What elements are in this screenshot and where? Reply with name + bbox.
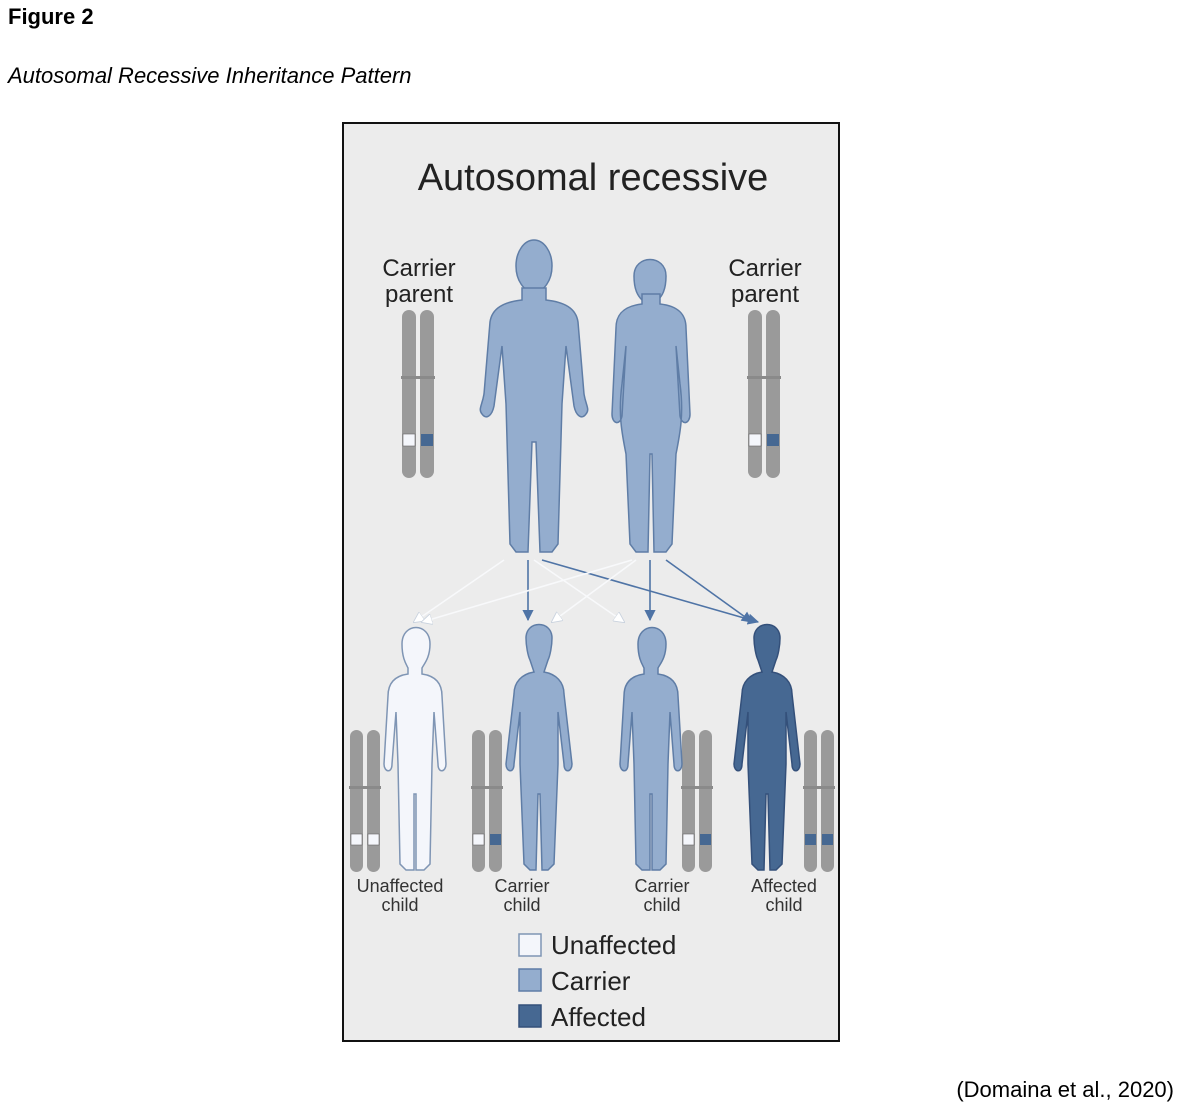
diagram-canvas: Autosomal recessive Carrier parent Carri… bbox=[349, 157, 835, 1032]
child3-label-line2: child bbox=[643, 895, 680, 915]
arrow-mother-to-child1 bbox=[422, 559, 633, 622]
inheritance-arrows bbox=[414, 559, 760, 623]
right-parent-chromosomes bbox=[747, 310, 781, 478]
father-figure bbox=[479, 239, 589, 553]
figure-label: Figure 2 bbox=[8, 4, 94, 29]
right-parent-label-line1: Carrier bbox=[728, 255, 801, 282]
arrow-father-to-child1 bbox=[414, 559, 505, 622]
child2-figure bbox=[505, 623, 573, 871]
right-parent-allele-unaffected bbox=[748, 433, 762, 447]
left-parent-allele-affected bbox=[421, 434, 433, 446]
arrow-mother-to-child4 bbox=[665, 559, 753, 623]
child1-label-line1: Unaffected bbox=[357, 876, 444, 896]
inheritance-diagram: Autosomal recessive Carrier parent Carri… bbox=[342, 122, 840, 1042]
left-parent-allele-unaffected bbox=[402, 433, 416, 447]
arrow-father-to-child3 bbox=[533, 559, 624, 622]
child1-figure bbox=[383, 626, 447, 871]
legend-swatch-unaffected bbox=[518, 933, 542, 957]
child4-label-line2: child bbox=[765, 895, 802, 915]
child4-figure bbox=[733, 623, 801, 871]
right-parent-allele-affected bbox=[767, 434, 779, 446]
child2-label-line1: Carrier bbox=[494, 876, 549, 896]
left-parent-chromosomes bbox=[401, 310, 435, 478]
legend-swatch-carrier bbox=[518, 968, 542, 992]
child3-chromosomes bbox=[681, 730, 713, 872]
left-parent-label-line2: parent bbox=[385, 281, 453, 308]
child2-label-line2: child bbox=[503, 895, 540, 915]
child2-chromosomes bbox=[471, 730, 503, 872]
legend-label-affected: Affected bbox=[551, 1002, 646, 1032]
right-parent-label-line2: parent bbox=[731, 281, 799, 308]
diagram-heading: Autosomal recessive bbox=[418, 157, 769, 199]
child3-figure bbox=[619, 626, 683, 871]
legend: Unaffected Carrier Affected bbox=[518, 930, 676, 1032]
legend-swatch-affected bbox=[518, 1004, 542, 1028]
arrow-mother-to-child2 bbox=[552, 559, 637, 622]
figure-citation: (Domaina et al., 2020) bbox=[956, 1077, 1174, 1102]
child1-label-line2: child bbox=[381, 895, 418, 915]
child4-chromosomes bbox=[803, 730, 835, 872]
left-parent-label-line1: Carrier bbox=[382, 255, 455, 282]
mother-figure bbox=[611, 258, 691, 553]
legend-label-carrier: Carrier bbox=[551, 966, 631, 996]
child1-chromosomes bbox=[349, 730, 381, 872]
figure-title: Autosomal Recessive Inheritance Pattern bbox=[8, 63, 412, 88]
child3-label-line1: Carrier bbox=[634, 876, 689, 896]
child4-label-line1: Affected bbox=[751, 876, 817, 896]
legend-label-unaffected: Unaffected bbox=[551, 930, 676, 960]
